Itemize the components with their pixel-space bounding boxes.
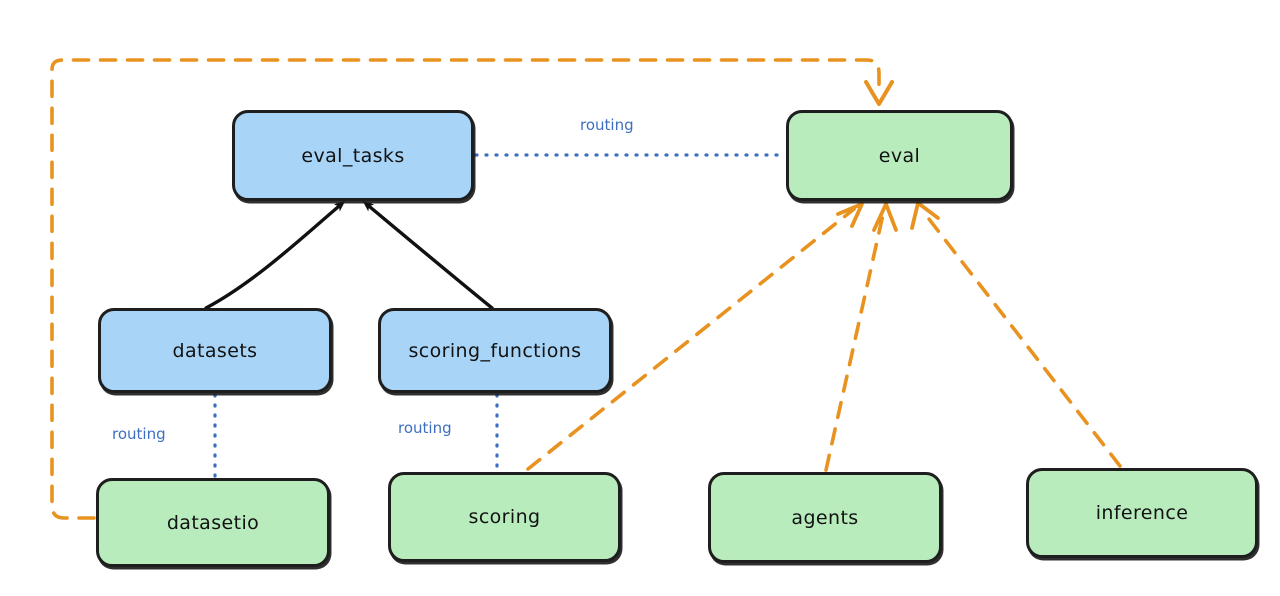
node-label-datasets: datasets — [172, 339, 258, 362]
node-agents[interactable]: agents — [708, 472, 942, 563]
node-label-datasetio: datasetio — [166, 511, 260, 534]
edge-datasets-to-eval-tasks — [204, 200, 346, 310]
node-label-inference: inference — [1095, 502, 1189, 524]
node-label-agents: agents — [791, 506, 859, 529]
node-label-eval-tasks: eval_tasks — [301, 144, 405, 167]
edge-label-routing-eval-tasks: routing — [580, 116, 634, 134]
edge-agents-to-eval — [824, 202, 898, 472]
node-eval[interactable]: eval — [786, 110, 1013, 201]
node-label-scoring-functions: scoring_functions — [408, 339, 582, 362]
edge-label-routing-datasets: routing — [112, 425, 166, 443]
node-scoring[interactable]: scoring — [388, 472, 621, 562]
node-datasetio[interactable]: datasetio — [96, 478, 330, 567]
node-eval-tasks[interactable]: eval_tasks — [232, 110, 474, 201]
node-scoring-functions[interactable]: scoring_functions — [378, 308, 612, 393]
edge-scoring-functions-to-eval-tasks — [362, 200, 494, 310]
edge-label-routing-scoring-functions: routing — [398, 419, 452, 437]
node-label-eval: eval — [878, 144, 921, 167]
edge-inference-to-eval — [910, 201, 1122, 468]
node-datasets[interactable]: datasets — [98, 308, 332, 393]
node-label-scoring: scoring — [468, 506, 541, 528]
node-inference[interactable]: inference — [1026, 468, 1258, 558]
